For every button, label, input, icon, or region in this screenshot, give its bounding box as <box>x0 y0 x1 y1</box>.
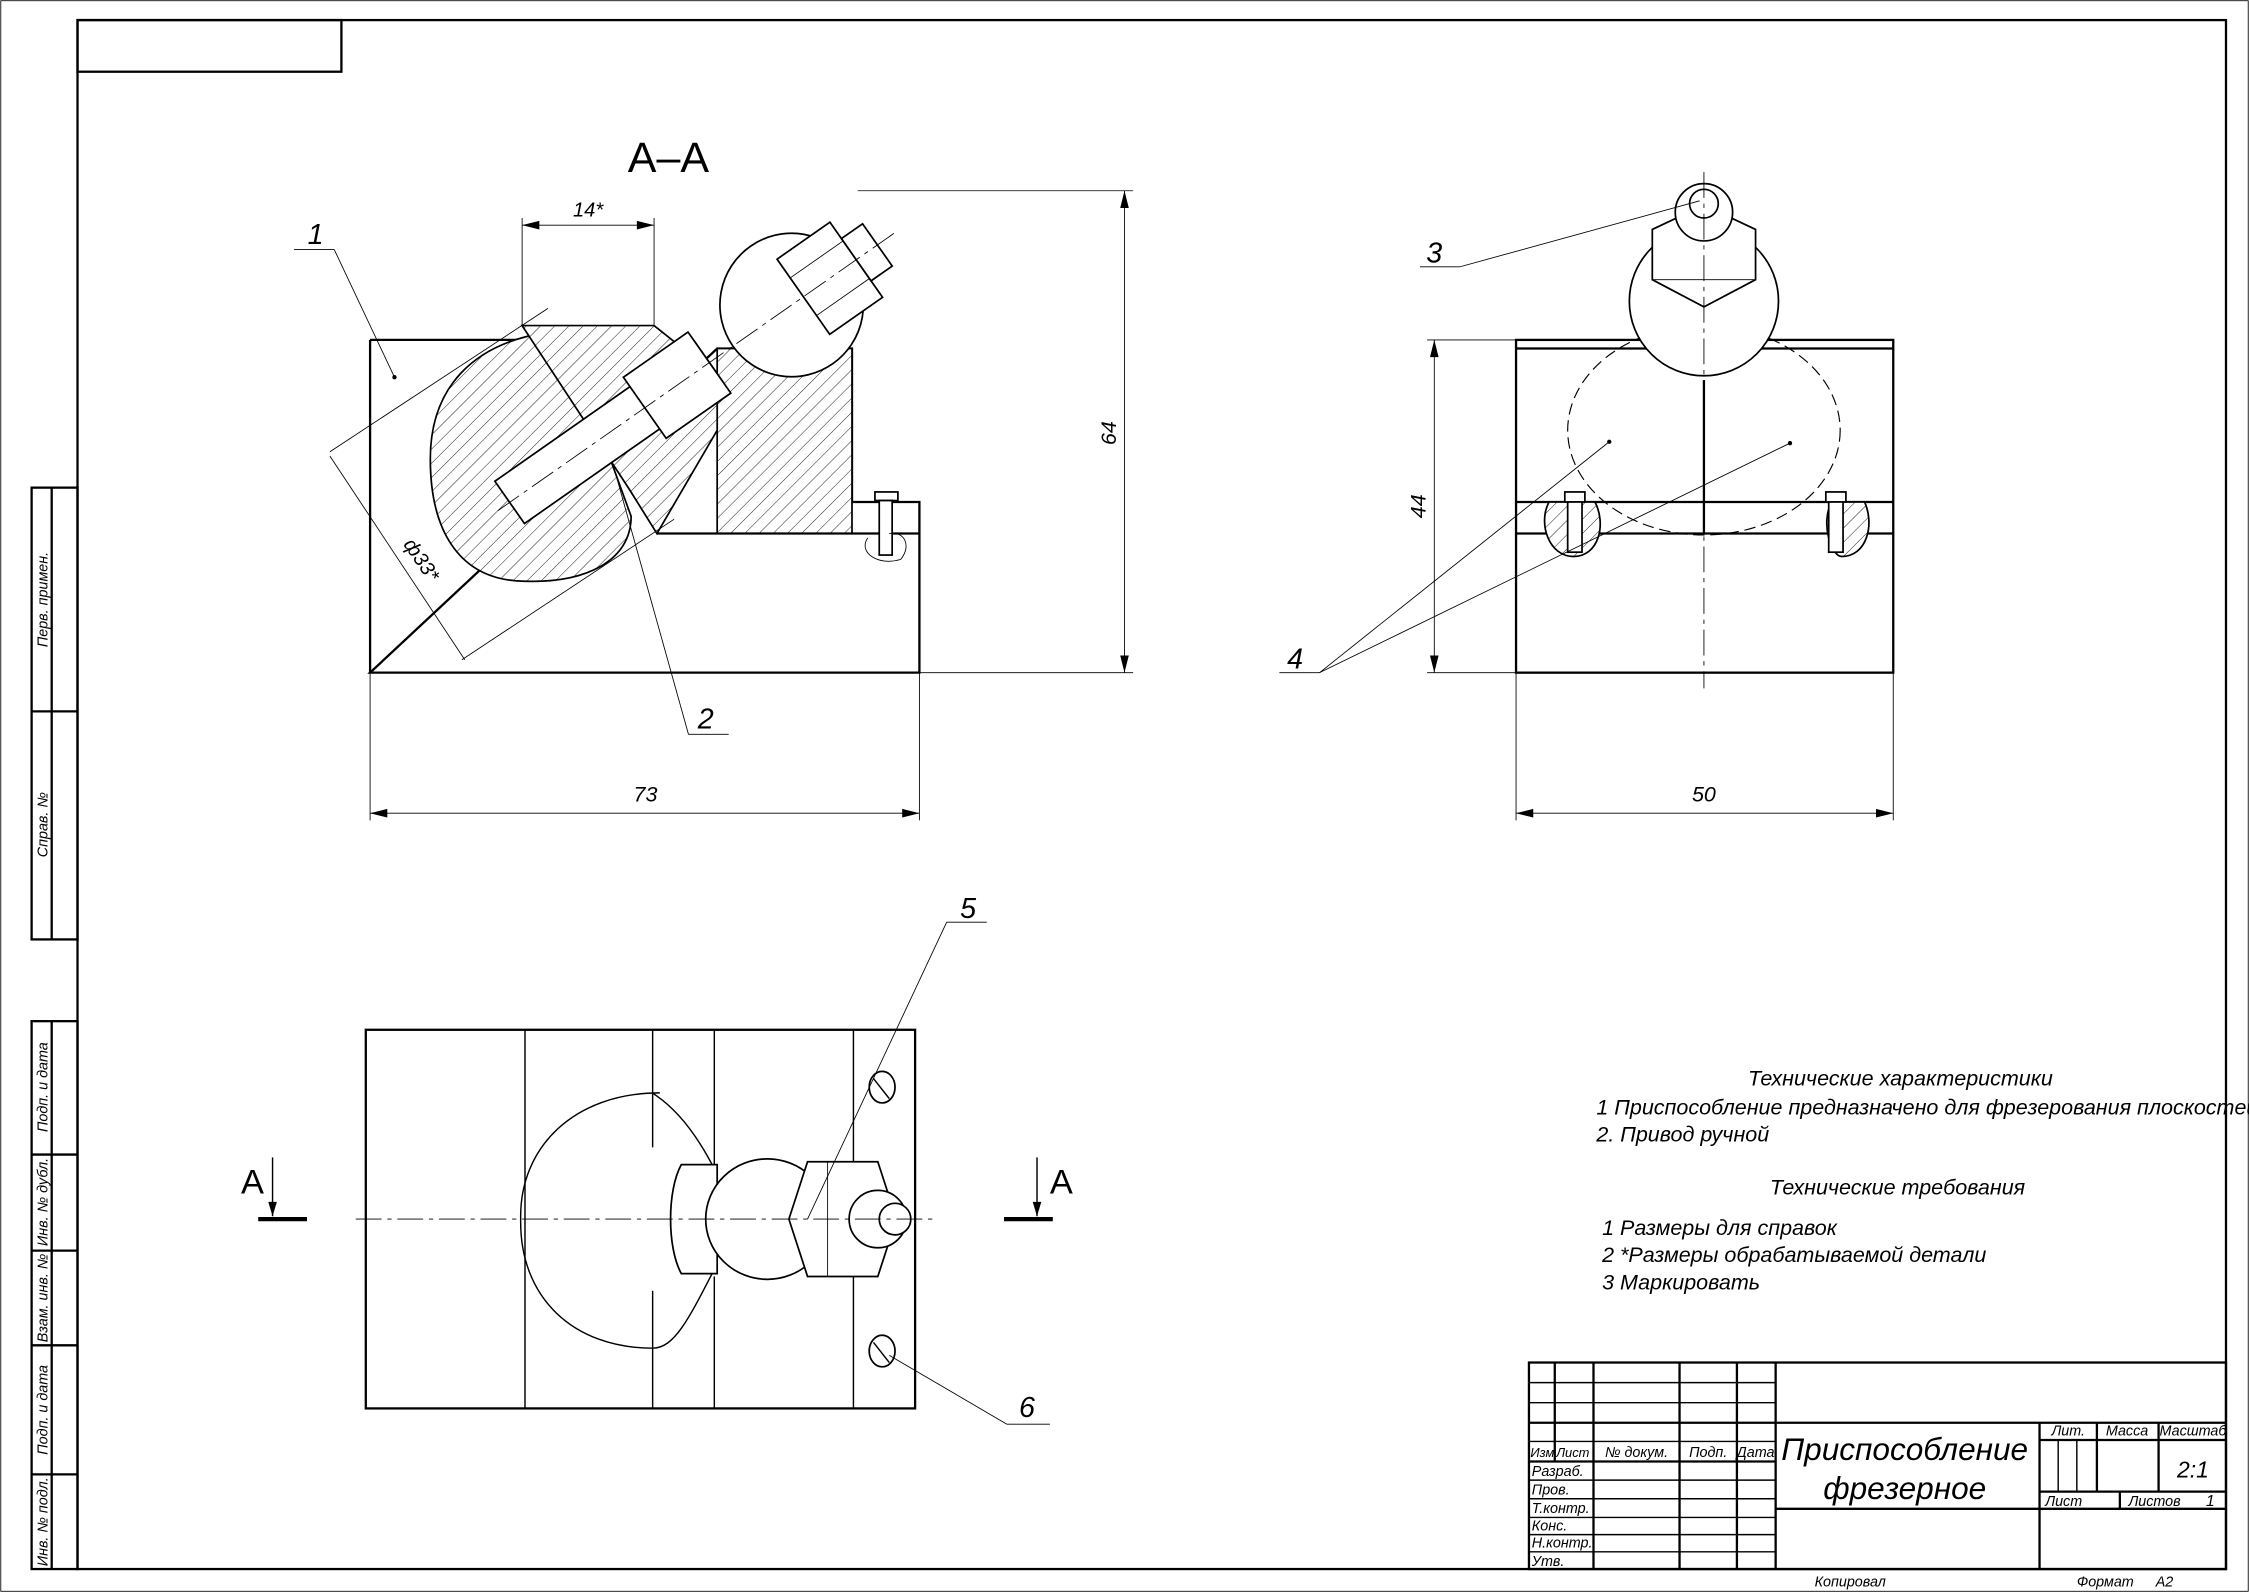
sheets-value: 1 <box>2206 1493 2215 1510</box>
dim-50: 50 <box>1692 783 1716 807</box>
dim-14: 14* <box>573 200 604 222</box>
sheets-label: Листов <box>2127 1494 2181 1510</box>
drawing-title-line-2: фрезерное <box>1823 1470 1986 1506</box>
tech-char-item-1: 1 Приспособление предназначено для фрезе… <box>1596 1095 2249 1119</box>
callout-3: 3 <box>1426 237 1442 269</box>
role-razrab: Разраб. <box>1532 1464 1584 1480</box>
tech-req-heading: Технические требования <box>1770 1176 2026 1200</box>
stamp-sprav-no: Справ. № <box>35 792 51 857</box>
tech-req-item-1: 1 Размеры для справок <box>1602 1216 1838 1240</box>
drawing-frame <box>76 18 2228 1571</box>
side-view: 44 50 3 4 <box>1279 172 1895 821</box>
role-nkontr: Н.контр. <box>1532 1536 1593 1552</box>
callout-4: 4 <box>1287 643 1303 675</box>
callout-1: 1 <box>308 219 324 251</box>
title-block: Изм. Лист № докум. Подп. Дата Разраб. Пр… <box>1527 1361 2228 1590</box>
stamp-podp-data-1: Подп. и дата <box>35 1042 51 1132</box>
stamp-inv-dubl: Инв. № дубл. <box>35 1158 51 1246</box>
dim-64: 64 <box>1097 421 1121 445</box>
role-utv: Утв. <box>1531 1554 1565 1570</box>
copied-label: Копировал <box>1815 1574 1886 1590</box>
role-prov: Пров. <box>1532 1482 1570 1498</box>
tech-req-item-2: 2 *Размеры обрабатываемой детали <box>1601 1243 1986 1267</box>
clamp-block <box>716 347 853 535</box>
callout-6: 6 <box>1019 1392 1035 1424</box>
stamp-vzam-inv: Взам. инв. № <box>35 1254 51 1343</box>
technical-notes: Технические характеристики 1 Приспособле… <box>1595 1067 2249 1295</box>
stamp-podp-data-2: Подп. и дата <box>35 1365 51 1455</box>
col-list: Лист <box>1555 1445 1589 1460</box>
tech-char-item-2: 2. Привод ручной <box>1595 1123 1769 1147</box>
drawing-title-line-1: Приспособление <box>1781 1431 2028 1467</box>
stamp-inv-podl: Инв. № подл. <box>35 1477 51 1566</box>
role-tkontr: Т.контр. <box>1532 1501 1590 1517</box>
lit-label: Лит. <box>2050 1424 2085 1440</box>
sheet-label: Лист <box>2044 1494 2082 1510</box>
section-title: А–А <box>628 134 710 182</box>
col-doc-no: № докум. <box>1605 1445 1668 1461</box>
col-podp: Подп. <box>1689 1445 1727 1461</box>
top-left-box <box>76 18 343 73</box>
tech-req-item-3: 3 Маркировать <box>1602 1270 1760 1294</box>
scale-label: Масштаб <box>2160 1424 2228 1440</box>
callout-5: 5 <box>960 893 977 925</box>
plan-view: А А 5 6 <box>241 893 1073 1425</box>
section-mark-right: А <box>1050 1163 1073 1201</box>
col-date: Дата <box>1735 1445 1775 1461</box>
role-kons: Конс. <box>1532 1518 1567 1534</box>
callout-2: 2 <box>697 704 714 736</box>
mass-label: Масса <box>2106 1424 2148 1440</box>
tech-char-heading: Технические характеристики <box>1748 1067 2053 1091</box>
dim-73: 73 <box>634 783 658 807</box>
dim-diameter-33: ф33* <box>399 535 444 587</box>
scale-value: 2:1 <box>2176 1456 2209 1482</box>
dim-44: 44 <box>1407 494 1431 518</box>
section-mark-left: А <box>241 1163 264 1201</box>
format-label: Формат <box>2077 1574 2134 1590</box>
section-view-a-a: А–А 73 <box>294 134 1134 821</box>
screw-head <box>874 491 899 502</box>
format-value: А2 <box>2155 1574 2174 1590</box>
side-stamp-column: Перв. примен. Справ. № Подп. и дата Инв.… <box>30 486 79 1571</box>
stamp-perv-primen: Перв. примен. <box>35 552 51 647</box>
col-izm: Изм. <box>1530 1445 1557 1460</box>
